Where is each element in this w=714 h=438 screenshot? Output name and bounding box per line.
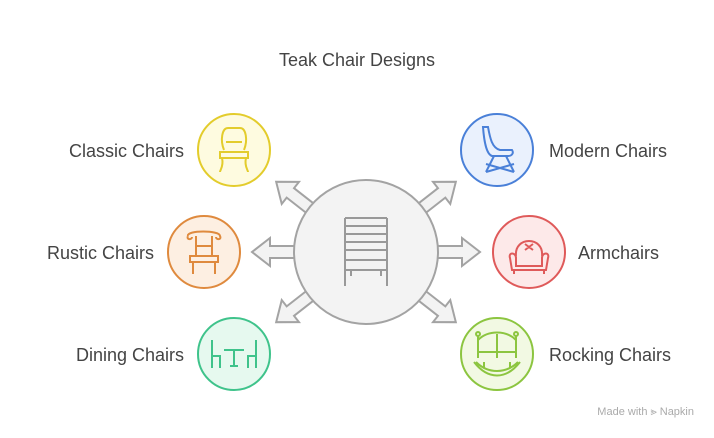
center-node bbox=[293, 179, 439, 325]
label-rocking-chairs: Rocking Chairs bbox=[549, 345, 672, 365]
armchair-icon bbox=[508, 240, 550, 274]
node-rocking-chairs bbox=[460, 317, 534, 391]
node-rustic-chairs bbox=[167, 215, 241, 289]
label-classic-chairs: Classic Chairs bbox=[68, 141, 184, 161]
diagram-title: Teak Chair Designs bbox=[278, 50, 436, 70]
label-modern-chairs: Modern Chairs bbox=[549, 141, 668, 161]
modern-chair-icon bbox=[481, 126, 515, 173]
rustic-chair-icon bbox=[186, 230, 222, 274]
label-dining-chairs: Dining Chairs bbox=[75, 345, 184, 365]
ladder-back-chair-icon bbox=[344, 217, 388, 286]
rocking-chair-icon bbox=[473, 331, 521, 377]
dining-table-icon bbox=[211, 340, 257, 368]
node-classic-chairs bbox=[197, 113, 271, 187]
watermark: Made with ⪢ Napkin bbox=[597, 406, 694, 418]
classic-chair-icon bbox=[219, 127, 249, 173]
label-armchairs: Armchairs bbox=[578, 243, 660, 263]
node-modern-chairs bbox=[460, 113, 534, 187]
label-rustic-chairs: Rustic Chairs bbox=[46, 243, 154, 263]
node-dining-chairs bbox=[197, 317, 271, 391]
node-armchairs bbox=[492, 215, 566, 289]
